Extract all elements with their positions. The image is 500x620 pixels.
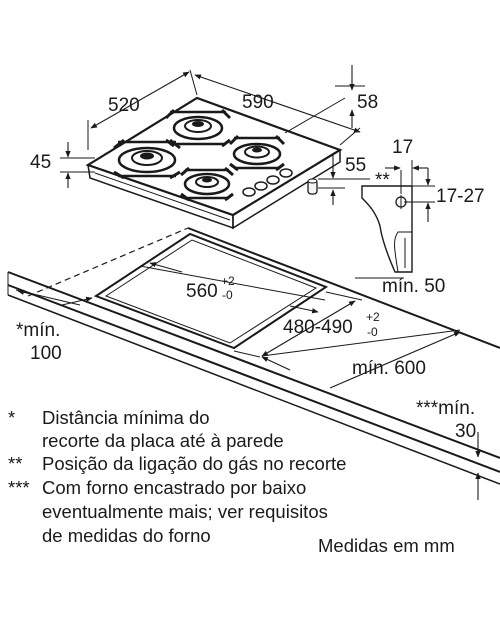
dim-cutout-depth: 480-490 +2 -0 <box>283 310 380 339</box>
dim-cutout-width-tol-plus: +2 <box>221 274 235 288</box>
gas-connector <box>307 178 318 195</box>
worktop-drawing <box>7 227 500 485</box>
dim-detail-stars: ** <box>375 170 390 191</box>
note-3-line-1: Com forno encastrado por baixo <box>42 477 306 498</box>
note-3-marker: *** <box>8 477 30 498</box>
note-1-line-2: recorte da placa até à parede <box>42 430 284 451</box>
dim-min-30-label: ***mín. <box>416 398 475 419</box>
hob-body-right <box>232 148 341 230</box>
note-1-line-1: Distância mínima do <box>42 407 210 428</box>
note-2-line-1: Posição da ligação do gás no recorte <box>42 453 346 474</box>
dim-min-600: mín. 600 <box>352 358 426 379</box>
note-1-marker: * <box>8 407 15 428</box>
dim-height-58: 58 <box>357 92 378 113</box>
burner-back <box>164 108 232 148</box>
note-3-line-2: eventualmente mais; ver requisitos <box>42 501 328 522</box>
dim-cutout-depth-tol-plus: +2 <box>366 310 380 324</box>
worktop-section-detail <box>355 160 435 279</box>
note-2-marker: ** <box>8 453 22 474</box>
burner-front <box>180 166 234 202</box>
dim-offset-55: 55 <box>345 155 366 176</box>
footnotes: * Distância mínima do recorte da placa a… <box>8 407 455 556</box>
dim-min-100-label: *mín. <box>16 320 60 341</box>
dim-cutout-depth-value: 480-490 <box>283 317 353 338</box>
dim-detail-range: 17-27 <box>436 186 485 207</box>
burner-left <box>113 138 181 180</box>
hob-rim-line <box>94 172 231 221</box>
units-note: Medidas em mm <box>318 535 455 556</box>
dim-depth-top: 590 <box>242 92 274 113</box>
dim-min-30-value: 30 <box>455 421 476 442</box>
dim-min-50: mín. 50 <box>382 276 445 297</box>
worktop-cutout <box>93 232 329 350</box>
control-knobs <box>242 168 293 197</box>
dim-cutout-width: 560 +2 -0 <box>186 274 235 302</box>
dim-min-100-value: 100 <box>30 343 62 364</box>
dim-cutout-depth-tol-minus: -0 <box>367 325 378 339</box>
hob-dimension-lines <box>60 65 370 205</box>
hob-drawing <box>85 96 343 230</box>
dim-cutout-width-tol-minus: -0 <box>222 288 233 302</box>
dim-cutout-width-value: 560 <box>186 281 218 302</box>
note-3-line-3: de medidas do forno <box>42 525 211 546</box>
dim-detail-17: 17 <box>392 137 413 158</box>
burner-right <box>228 134 286 172</box>
dim-width-top: 520 <box>108 95 140 116</box>
cutout-dimension-lines <box>15 262 481 500</box>
dim-thickness-45: 45 <box>30 152 51 173</box>
